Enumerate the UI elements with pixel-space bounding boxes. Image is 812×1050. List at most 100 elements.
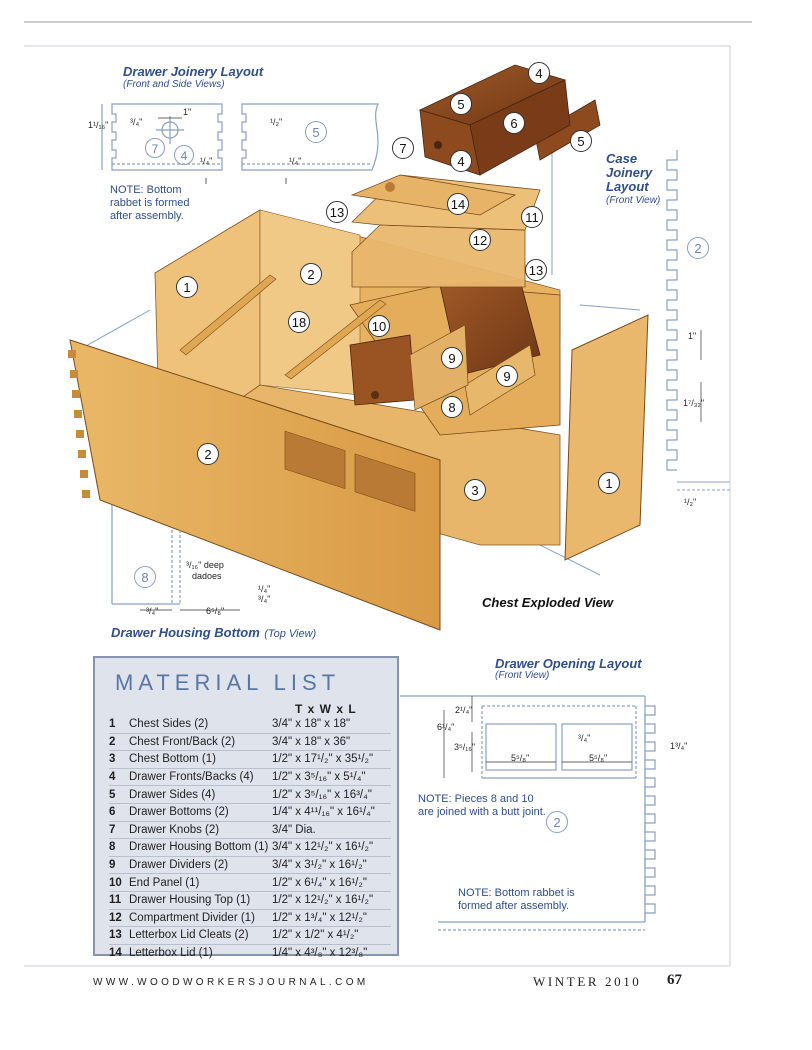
exploded-callout-18: 18: [288, 311, 310, 333]
material-name: Drawer Sides (4): [129, 785, 272, 804]
exploded-callout-9b: 9: [496, 365, 518, 387]
exploded-callout-5b: 5: [570, 130, 592, 152]
note-line: NOTE: Bottom rabbet is: [458, 887, 575, 899]
material-name: Drawer Bottoms (2): [129, 803, 272, 822]
drawer-opening-dim-a: 2¹/₄": [455, 705, 473, 715]
material-num: 10: [109, 873, 129, 892]
material-size: 3/4" x 3¹/₂" x 16¹/₂": [272, 856, 391, 875]
drawer-joinery-title: Drawer Joinery Layout: [123, 64, 264, 79]
material-num: 5: [109, 785, 129, 804]
material-name: Drawer Housing Bottom (1): [129, 838, 272, 857]
material-list-header: T x W x L: [295, 702, 357, 716]
exploded-callout-7: 7: [392, 137, 414, 159]
drawer-housing-dim-dadoes-1: ³/₁₆" deep: [186, 560, 224, 570]
exploded-callout-6: 6: [503, 112, 525, 134]
material-num: 9: [109, 856, 129, 875]
drawer-joinery-subtitle: (Front and Side Views): [123, 79, 225, 90]
title-line: Layout: [606, 179, 649, 194]
material-num: 3: [109, 750, 129, 769]
exploded-callout-14: 14: [447, 193, 469, 215]
drawer-opening-dim-e: 5⁵/₈": [511, 753, 530, 763]
exploded-callout-4b: 4: [450, 150, 472, 172]
drawer-opening-note-1: NOTE: Pieces 8 and 10 are joined with a …: [418, 793, 546, 819]
drawer-joinery-dim-height: 1¹/₁₆": [88, 120, 109, 130]
note-line: NOTE: Pieces 8 and 10: [418, 793, 534, 805]
note-line: NOTE: Bottom: [110, 184, 182, 196]
drawer-opening-dim-g: 1³/₄": [670, 741, 688, 751]
material-num: 13: [109, 926, 129, 945]
exploded-callout-1b: 1: [598, 472, 620, 494]
material-name: Drawer Dividers (2): [129, 856, 272, 875]
material-name: Chest Bottom (1): [129, 750, 272, 769]
material-name: Letterbox Lid Cleats (2): [129, 926, 272, 945]
material-name: Letterbox Lid (1): [129, 947, 213, 960]
chest-exploded-illustration: [68, 64, 649, 631]
drawer-opening-dim-c: 3⁵/₁₆": [454, 742, 476, 752]
drawer-joinery-diagram: [101, 103, 379, 184]
drawer-housing-dim-2: ³/₄": [258, 594, 271, 604]
material-name: Compartment Divider (1): [129, 909, 272, 928]
exploded-callout-9: 9: [441, 347, 463, 369]
drawer-joinery-dim-top: 1": [183, 107, 192, 117]
material-size: 1/4" x 4¹¹/₁₆" x 16¹/₄": [272, 803, 391, 822]
drawer-opening-dim-f: 5⁵/₈": [589, 753, 608, 763]
note-line: formed after assembly.: [458, 900, 570, 912]
case-joinery-dim-3: ¹/₂": [684, 497, 697, 507]
material-name: Chest Front/Back (2): [129, 733, 272, 752]
case-joinery-diagram: [666, 150, 730, 491]
drawer-opening-diagram: [400, 695, 656, 931]
exploded-callout-2: 2: [300, 263, 322, 285]
note-line: are joined with a butt joint.: [418, 806, 546, 818]
drawer-opening-subtitle: (Front View): [495, 670, 550, 681]
material-num: 6: [109, 803, 129, 822]
drawer-housing-dim-4: 6⁵/₈": [206, 606, 225, 616]
exploded-callout-3: 3: [464, 479, 486, 501]
material-num: 4: [109, 768, 129, 787]
material-size: 1/2" x 3⁵/₁₆" x 5¹/₄": [272, 768, 391, 787]
drawer-opening-dim-d: ³/₄": [578, 733, 591, 743]
drawer-joinery-dim-right-bottom: ¹/₄": [289, 156, 302, 166]
material-name: Drawer Fronts/Backs (4): [129, 768, 272, 787]
drawer-housing-heading: Drawer Housing Bottom (Top View): [111, 624, 316, 642]
drawer-housing-callout-8: 8: [134, 566, 156, 588]
exploded-callout-10: 10: [368, 315, 390, 337]
footer-url: WWW.WOODWORKERSJOURNAL.COM: [93, 977, 369, 988]
title-line: Joinery: [606, 165, 653, 180]
material-size: 1/2" x 1³/₄" x 12¹/₂": [272, 909, 391, 928]
exploded-callout-2b: 2: [197, 443, 219, 465]
exploded-callout-13: 13: [326, 201, 348, 223]
exploded-caption: Chest Exploded View: [482, 595, 613, 610]
drawer-housing-dim-3: ³/₄": [146, 606, 159, 616]
drawer-joinery-callout-7: 7: [145, 138, 165, 158]
exploded-callout-12: 12: [469, 229, 491, 251]
material-name: End Panel (1): [129, 873, 272, 892]
exploded-callout-1: 1: [176, 276, 198, 298]
material-num: 2: [109, 733, 129, 752]
footer-issue: WINTER 2010: [533, 974, 642, 989]
material-size: 1/2" x 3⁵/₁₆" x 16³/₄": [272, 785, 391, 804]
material-name: Drawer Housing Top (1): [129, 891, 272, 910]
drawer-housing-dim-dadoes-2: dadoes: [192, 571, 222, 581]
material-name: Drawer Knobs (2): [129, 821, 272, 840]
material-size: 3/4" Dia.: [272, 821, 391, 840]
material-num: 11: [109, 891, 129, 910]
material-size: 1/2" x 1/2" x 4¹/₂": [272, 926, 391, 945]
exploded-callout-8: 8: [441, 396, 463, 418]
material-num: 12: [109, 909, 129, 928]
note-line: rabbet is formed: [110, 197, 190, 209]
material-size: 1/2" x 17¹/₂" x 35¹/₂": [272, 750, 391, 769]
